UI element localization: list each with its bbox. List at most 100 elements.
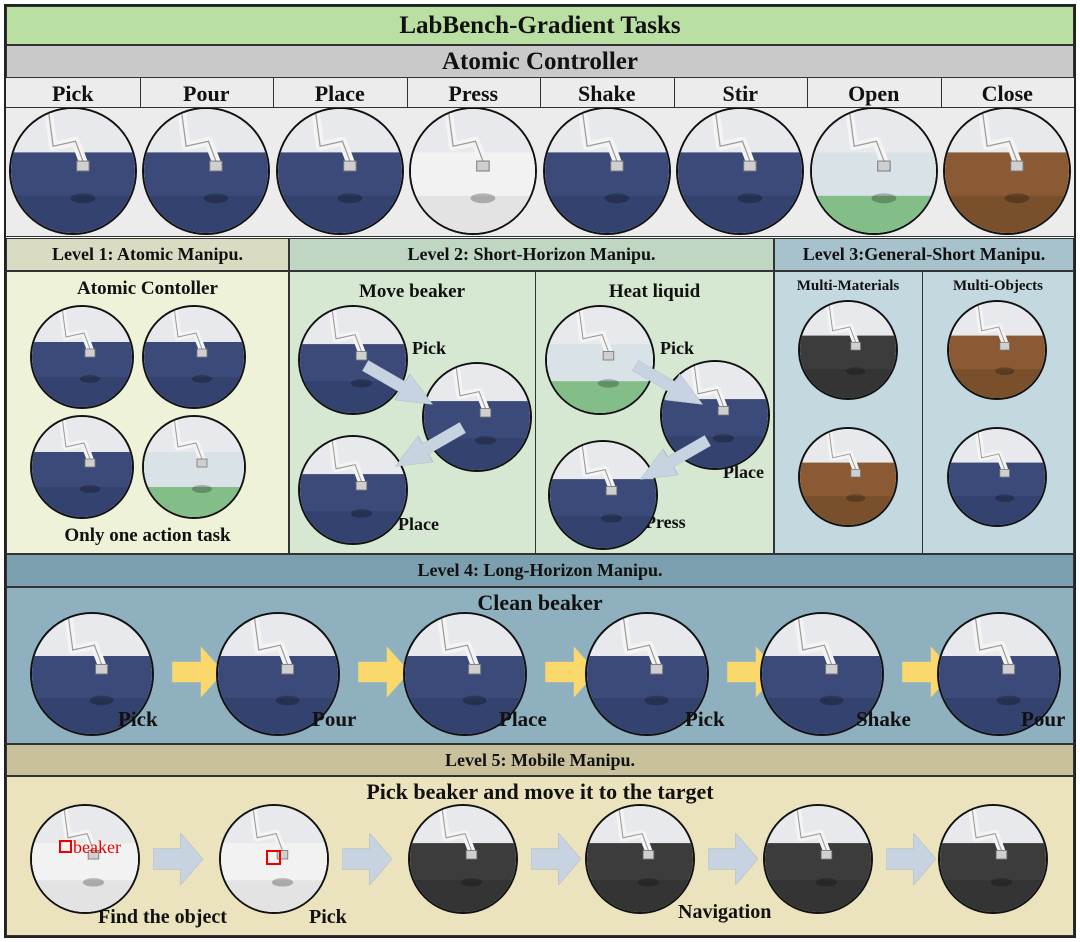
clean-beaker-step-5: Shake	[856, 707, 911, 731]
atomic-column-divider	[673, 78, 675, 108]
clean-beaker-step-3: Place	[499, 707, 547, 731]
atomic-action-label-open: Open	[848, 81, 900, 106]
atomic-action-label-close: Close	[981, 81, 1033, 106]
mobile-thumbnail-6	[938, 804, 1048, 914]
level3-materials-thumbnail-1	[798, 300, 898, 400]
mobile-arrow-2	[342, 833, 392, 885]
beaker-detection-label: beaker	[73, 837, 121, 857]
level1-panel	[6, 271, 289, 554]
move-beaker-step-place: Place	[398, 514, 439, 534]
level1-thumbnail-open	[142, 415, 246, 519]
level4-header: Level 4: Long-Horizon Manipu.	[6, 554, 1074, 587]
atomic-action-thumbnail-shake	[542, 107, 671, 235]
level3-multi-materials: Multi-Materials	[796, 278, 900, 294]
mobile-thumbnail-1	[30, 804, 140, 914]
heat-liquid-step-press: Press	[645, 512, 686, 532]
level2-header: Level 2: Short-Horizon Manipu.	[289, 238, 774, 271]
mobile-thumbnail-2	[219, 804, 329, 914]
atomic-action-thumbnail-pour	[142, 107, 271, 235]
level5-caption-pick: Pick	[309, 906, 347, 928]
atomic-column-divider	[807, 78, 808, 108]
atomic-action-thumbnail-place	[275, 107, 404, 235]
atomic-column-divider	[139, 78, 141, 108]
clean-beaker-step-6: Pour	[1021, 707, 1066, 731]
atomic-column-divider	[940, 78, 942, 108]
atomic-label-underline	[6, 107, 1074, 108]
mobile-arrow-4	[708, 833, 758, 885]
level5-title: Level 5: Mobile Manipu.	[445, 749, 635, 770]
move-beaker-arrow-1	[358, 353, 441, 418]
clean-beaker-step-1: Pick	[118, 707, 158, 731]
clean-beaker-thumbnail-2	[216, 612, 340, 736]
mobile-thumbnail-5	[763, 804, 873, 914]
atomic-controller-title: Atomic Controller	[441, 47, 638, 75]
heat-liquid-thumbnail-3	[548, 440, 658, 550]
atomic-action-thumbnail-open	[809, 107, 938, 235]
pick-detection-box	[266, 850, 281, 865]
heat-liquid-arrow-2	[633, 428, 716, 493]
level1-subtitle: Atomic Contoller	[77, 278, 218, 299]
level3-header: Level 3:General-Short Manipu.	[774, 238, 1074, 271]
atomic-action-label-place: Place	[314, 81, 365, 106]
heat-liquid-arrow-1	[628, 353, 711, 418]
level1-title: Level 1: Atomic Manipu.	[52, 244, 243, 264]
move-beaker-step-pick: Pick	[412, 338, 446, 358]
level2-divider	[535, 271, 536, 554]
level5-caption-navigation: Navigation	[678, 901, 772, 923]
level3-divider	[922, 271, 923, 554]
level4-task-title: Clean beaker	[477, 590, 603, 615]
level1-thumbnail-pour	[142, 305, 246, 409]
heat-liquid-title: Heat liquid	[608, 281, 701, 302]
clean-beaker-step-2: Pour	[312, 707, 357, 731]
atomic-action-thumbnail-stir	[676, 107, 805, 235]
clean-beaker-arrow-2	[358, 646, 410, 698]
mobile-arrow-3	[531, 833, 581, 885]
level3-multi-objects: Multi-Objects	[953, 278, 1043, 294]
atomic-column-divider	[406, 78, 408, 108]
move-beaker-title: Move beaker	[358, 281, 466, 302]
level3-objects-thumbnail-2	[947, 427, 1047, 527]
level3-materials-thumbnail-2	[798, 427, 898, 527]
level2-title: Level 2: Short-Horizon Manipu.	[407, 244, 656, 264]
atomic-action-thumbnail-press	[409, 107, 538, 235]
clean-beaker-step-4: Pick	[685, 707, 725, 731]
level5-task-title: Pick beaker and move it to the target	[366, 779, 714, 804]
atomic-action-thumbnail-pick	[8, 107, 137, 235]
level1-caption: Only one action task	[64, 525, 231, 546]
clean-beaker-thumbnail-3	[403, 612, 527, 736]
atomic-action-label-press: Press	[448, 81, 499, 106]
clean-beaker-thumbnail-4	[585, 612, 709, 736]
clean-beaker-arrow-1	[172, 646, 224, 698]
level5-header: Level 5: Mobile Manipu.	[6, 744, 1074, 776]
level1-header: Level 1: Atomic Manipu.	[6, 238, 289, 271]
beaker-detection-box	[59, 840, 72, 853]
atomic-column-divider	[273, 78, 274, 108]
figure-title-bar: LabBench-Gradient Tasks	[6, 6, 1074, 45]
atomic-controller-header: Atomic Controller	[6, 45, 1074, 78]
mobile-arrow-5	[886, 833, 936, 885]
atomic-action-label-stir: Stir	[722, 81, 758, 106]
figure-title: LabBench-Gradient Tasks	[399, 11, 681, 39]
atomic-action-label-pour: Pour	[183, 81, 230, 106]
mobile-arrow-1	[153, 833, 203, 885]
level3-title: Level 3:General-Short Manipu.	[802, 244, 1046, 264]
atomic-action-label-pick: Pick	[51, 81, 94, 106]
atomic-column-divider	[540, 78, 541, 108]
move-beaker-thumbnail-2	[422, 362, 532, 472]
clean-beaker-thumbnail-5	[760, 612, 884, 736]
heat-liquid-step-place: Place	[723, 462, 764, 482]
atomic-action-thumbnail-close	[943, 107, 1072, 235]
level3-objects-thumbnail-1	[947, 300, 1047, 400]
mobile-thumbnail-4	[585, 804, 695, 914]
level4-title: Level 4: Long-Horizon Manipu.	[417, 560, 663, 580]
move-beaker-thumbnail-3	[298, 435, 408, 545]
heat-liquid-thumbnail-1	[545, 305, 655, 415]
level5-caption-find: Find the object	[98, 906, 227, 928]
level1-thumbnail-stir	[30, 415, 134, 519]
mobile-thumbnail-3	[408, 804, 518, 914]
level1-thumbnail-pick	[30, 305, 134, 409]
move-beaker-arrow-2	[388, 415, 471, 480]
heat-liquid-step-pick: Pick	[660, 338, 694, 358]
figure-frame	[4, 4, 1076, 938]
atomic-action-label-shake: Shake	[578, 81, 636, 106]
